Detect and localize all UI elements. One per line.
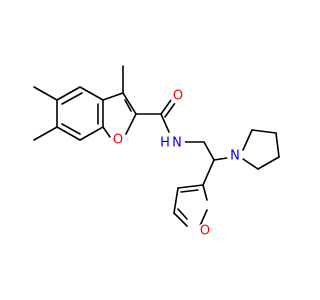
svg-text:O: O (113, 133, 123, 148)
carbonyl-oxygen-label: O (170, 88, 186, 104)
benzofuran-oxygen-label: O (110, 132, 126, 148)
furan-oxygen-label: O (197, 223, 213, 239)
svg-text:O: O (173, 89, 183, 104)
svg-text:O: O (200, 224, 210, 239)
svg-text:H: H (160, 136, 170, 151)
bond-lines (33, 65, 280, 229)
amide-hydrogen-label: H (160, 136, 170, 151)
chemical-structure: O O N H N O (33, 65, 280, 239)
svg-text:N: N (230, 149, 240, 164)
pyrrolidine-nitrogen-label: N (227, 148, 243, 164)
atom-labels: O O N H N O (110, 88, 243, 239)
amide-nitrogen-label: N (169, 135, 185, 151)
svg-text:N: N (172, 136, 182, 151)
